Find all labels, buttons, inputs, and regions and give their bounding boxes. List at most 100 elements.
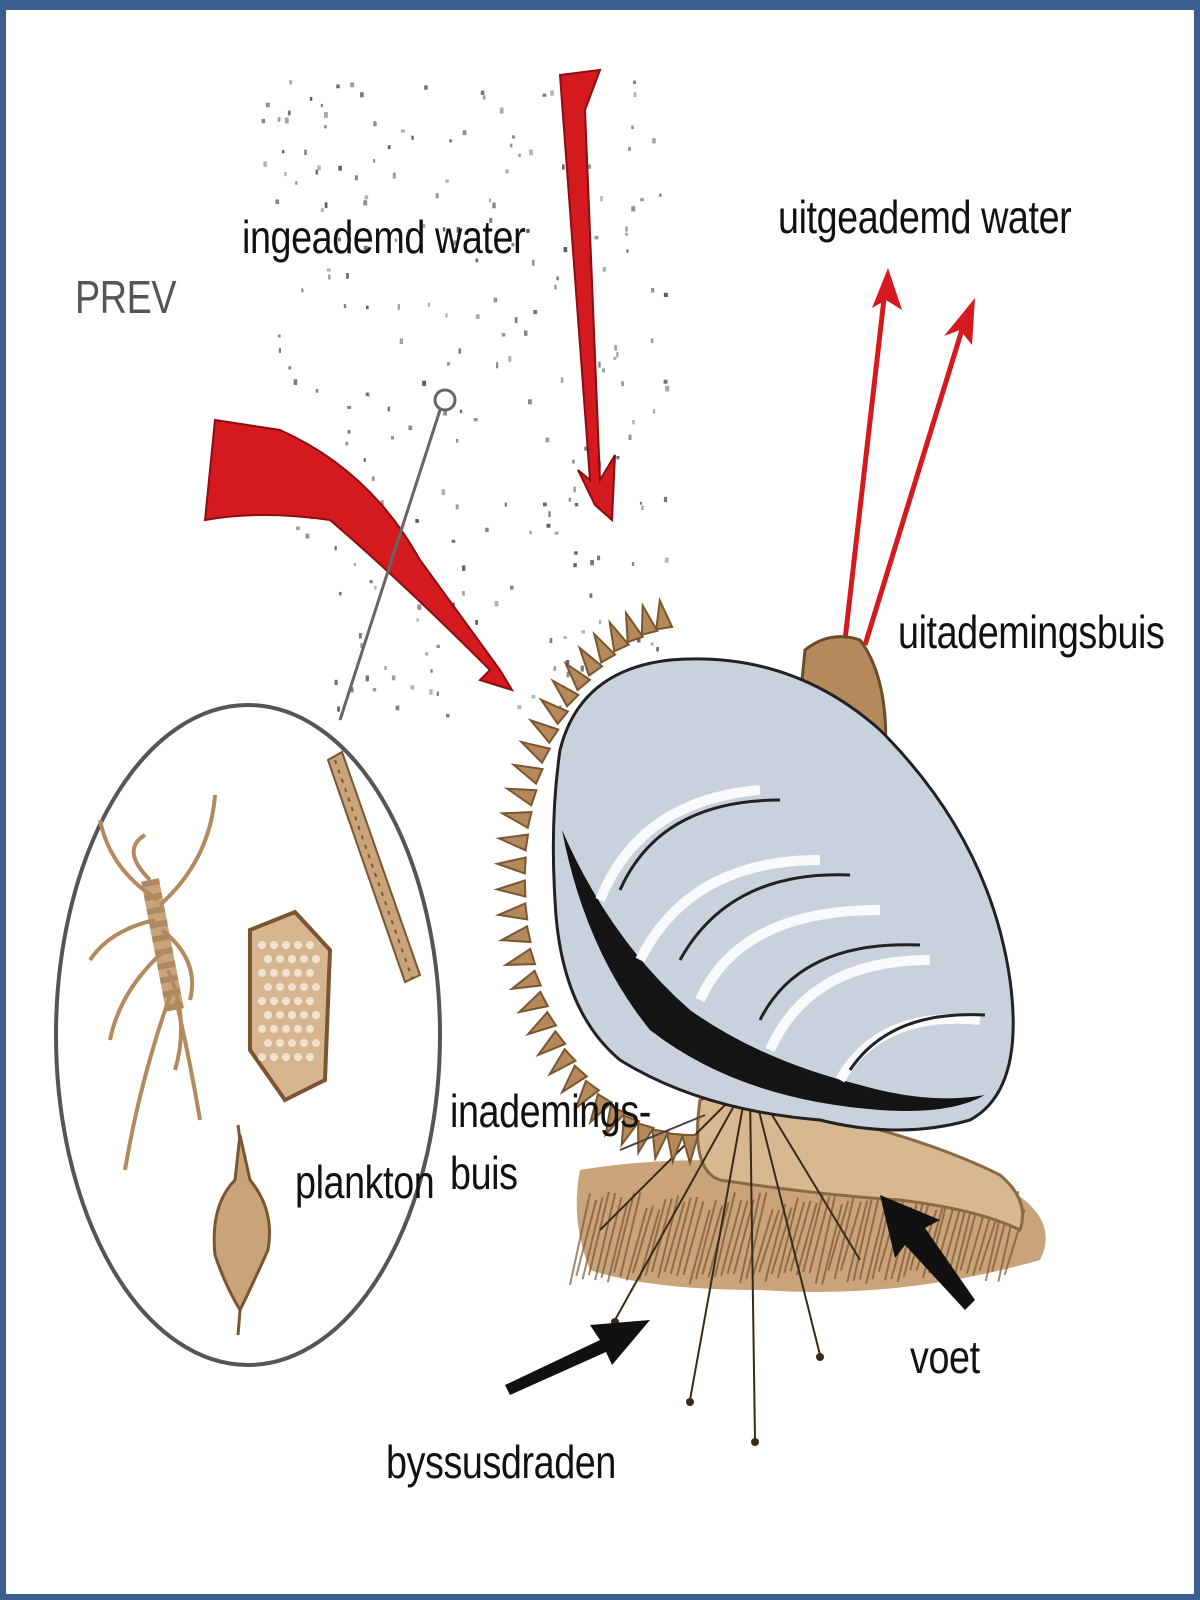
sand-hatch-line [594,1192,617,1281]
hexagon-pore [294,969,302,977]
water-particle [371,476,375,481]
water-particle [602,368,605,373]
water-particle [425,652,429,656]
sand-hatch-line [764,1203,787,1282]
water-particle [543,502,547,507]
sand-hatch-line [858,1192,881,1280]
watermark-text: PREV [75,271,177,323]
water-particle [462,130,467,136]
water-particle [616,456,620,460]
water-particle [517,705,522,710]
water-particle [374,586,377,590]
water-particle [427,302,430,307]
inhaled-water-arrow-left [203,418,515,692]
water-particle [358,633,362,639]
water-particle [598,619,602,625]
water-particle [625,226,628,232]
hexagon-pore [276,1039,284,1047]
exhaled-arrowhead-1 [872,268,902,310]
water-particle [452,602,455,606]
fringe-tentacle [547,1047,578,1077]
water-particle [494,601,499,607]
fringe-tentacle [525,1010,558,1037]
water-particle [542,93,547,97]
water-particle [588,164,591,169]
hexagon-pore [288,1011,296,1019]
label-inhalation-tube: inademings- buis [450,1080,651,1204]
hexagon-pore [300,955,308,963]
water-particle [338,165,342,171]
water-particle [449,139,453,143]
sand-hatch-line [865,1201,888,1285]
water-particle [337,706,340,712]
fringe-tentacle [651,1128,670,1162]
water-particle [353,562,356,566]
sand-hatch-line [789,1200,812,1272]
water-particle [613,356,617,360]
fringe-tentacle [527,718,560,745]
water-particle [304,149,307,155]
water-particle [510,585,514,590]
water-particle [663,292,668,297]
water-particle [546,523,551,528]
water-particle [641,505,644,511]
water-particle [293,379,298,386]
water-particle [430,669,433,673]
sand-hatch-line [581,1197,604,1280]
water-particle [526,229,530,233]
water-particle [399,338,403,344]
hexagon-pore [264,1011,272,1019]
water-particle [597,555,601,561]
hexagon-pore [270,1053,278,1061]
water-particle [277,117,281,122]
hexagon-pore [282,1025,290,1033]
fringe-tentacle [503,787,538,807]
water-particle [545,437,550,443]
water-particle [424,85,428,90]
water-particle [663,379,668,384]
water-particle [288,366,292,370]
water-particle [598,361,601,368]
hexagon-pore [258,1025,266,1033]
water-particle [397,304,400,310]
water-particle [640,198,644,202]
water-particle [504,502,507,507]
hexagon-pore [300,1039,308,1047]
water-particle [485,527,489,533]
hexagon-pore [282,941,290,949]
water-particle [295,181,298,185]
exhaled-arrowhead-2 [944,298,975,345]
water-particle [305,533,310,539]
sand-hatch-line [613,1192,636,1273]
sand-hatch-line [638,1209,661,1280]
hexagon-pore [270,969,278,977]
water-particle [639,501,642,505]
water-particle [363,245,368,250]
water-particle [524,330,528,336]
plankton-leader-line [338,409,442,721]
hexagon-pore [312,1039,320,1047]
plankton-diatom-rod [326,750,422,984]
water-particle [334,679,338,686]
fringe-tentacle [680,1134,700,1167]
sand-hatch-line [569,1193,591,1286]
hexagon-pore [306,997,314,1005]
hexagon-pore [270,941,278,949]
water-particle [408,425,413,431]
sand-hatch-line [575,1199,598,1277]
water-particle [456,227,460,233]
fringe-tentacle [508,969,543,991]
water-particle [632,80,637,84]
label-exhalation-tube: uitademingsbuis [898,606,1165,658]
water-particle [261,118,266,124]
hexagon-pore [258,969,266,977]
water-particle [572,459,575,464]
water-particle [656,647,659,652]
water-particle [324,112,328,118]
water-particle [441,489,446,496]
water-particle [549,638,553,644]
water-particle [492,202,496,209]
water-particle [653,409,656,414]
water-particle [445,179,449,183]
water-particle [351,687,354,693]
